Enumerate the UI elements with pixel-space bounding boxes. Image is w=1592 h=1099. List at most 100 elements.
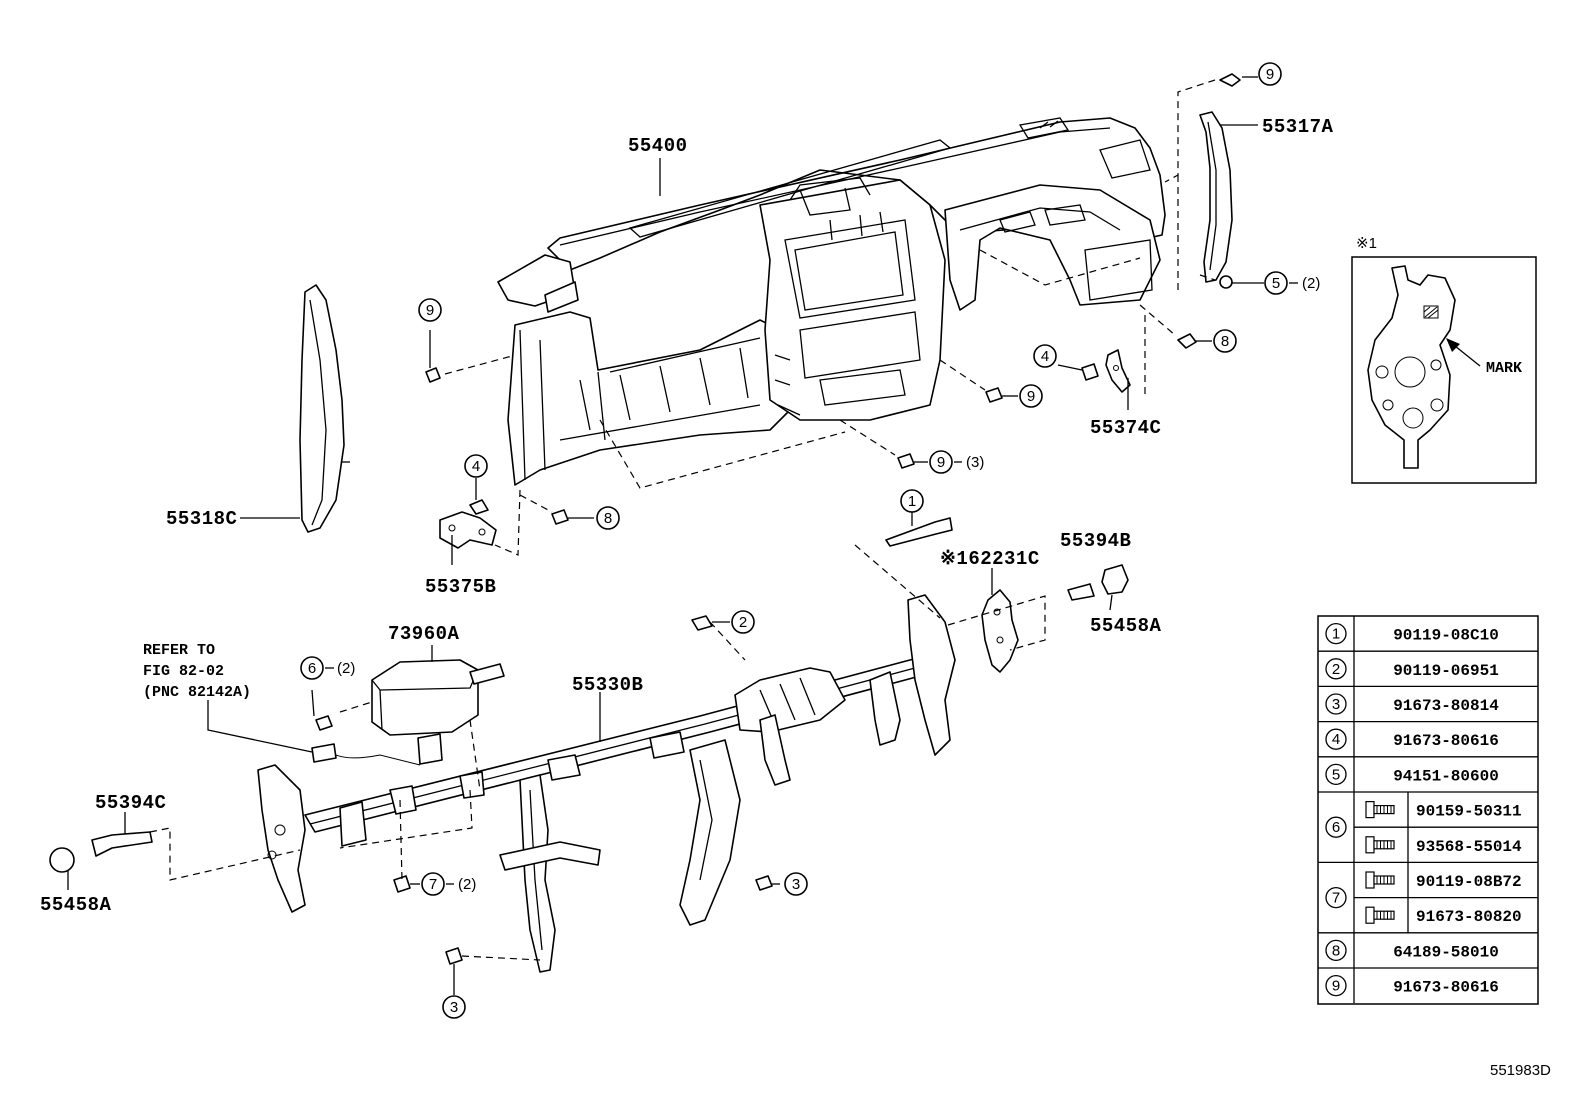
parts-table-number-circle	[1325, 974, 1347, 997]
label-55394C: 55394C	[95, 792, 166, 814]
parts-table-number: 2	[1332, 661, 1340, 678]
svg-text:5: 5	[1272, 275, 1280, 292]
parts-table-code: 64189-58010	[1393, 943, 1499, 961]
leader-lines	[67, 76, 1264, 995]
parts-table-number-circle	[1325, 763, 1347, 786]
refer-note-line2: FIG 82-02	[143, 663, 224, 680]
parts-table-number: 9	[1332, 978, 1340, 995]
parts-table-row: 7 90119-08B72 91673-80820	[1318, 861, 1538, 933]
parts-table-number: 1	[1332, 626, 1340, 643]
fastener-drawings	[49, 73, 1241, 965]
parts-table-number-circle	[1325, 939, 1347, 962]
callout-9-left: 9	[418, 298, 442, 322]
parts-table-code: 91673-80820	[1416, 908, 1522, 926]
parts-table-code: 90119-08B72	[1416, 873, 1522, 891]
svg-text:7: 7	[429, 876, 437, 893]
side-panel-55318C-drawing	[299, 284, 350, 533]
parts-table-number: 6	[1332, 819, 1340, 836]
callout-4-right: 4	[1033, 344, 1057, 368]
bolt-icon	[1365, 800, 1395, 819]
callout-3-bottom: 3	[442, 995, 466, 1019]
side-panel-55317A-drawing	[1199, 111, 1233, 283]
brace-62231C-drawing	[981, 589, 1019, 673]
parts-table-row: 2 90119-06951	[1318, 650, 1538, 687]
part-labels: 55400 55317A 55318C 55375B 55374C ※16223…	[40, 116, 1333, 916]
callout-3-right: 3	[784, 872, 808, 896]
callout-8-right: 8	[1213, 329, 1237, 353]
svg-text:9: 9	[426, 302, 434, 319]
callout-2: 2	[731, 610, 755, 634]
parts-table-code: 91673-80814	[1393, 697, 1499, 715]
label-55394B: 55394B	[1060, 530, 1131, 552]
parts-table-number: 8	[1332, 942, 1340, 959]
callout-9-top: 9	[1258, 62, 1282, 86]
figure-code: 551983D	[1490, 1062, 1551, 1079]
inset-detail: ※1 MARK	[1351, 235, 1537, 484]
svg-text:8: 8	[604, 510, 612, 527]
parts-table-code: 93568-55014	[1416, 838, 1522, 856]
parts-table-number: 5	[1332, 766, 1340, 783]
callout-5: 5 (2)	[1264, 271, 1320, 295]
callout-1: 1	[900, 489, 924, 513]
parts-table-code: 91673-80616	[1393, 979, 1499, 997]
callout-7: 7 (2)	[421, 872, 476, 896]
instrument-panel-drawing	[497, 117, 1166, 486]
svg-text:1: 1	[908, 493, 916, 510]
svg-text:3: 3	[792, 876, 800, 893]
parts-table-code: 90159-50311	[1416, 803, 1522, 821]
parts-table-code: 91673-80616	[1393, 732, 1499, 750]
label-55375B: 55375B	[425, 576, 496, 598]
svg-text:4: 4	[472, 458, 480, 475]
reinforcement-55330B-drawing	[257, 594, 956, 973]
parts-table-number-circle	[1325, 886, 1347, 909]
parts-table-row: 5 94151-80600	[1318, 756, 1538, 792]
callouts: 9 5(2) 8 4 9 9(3) 9 4 8 1 2 6(2) 7(2) 3 …	[300, 62, 1320, 1019]
reference-dashed-lines	[149, 79, 1216, 961]
svg-text:2: 2	[739, 614, 747, 631]
parts-table-number-circle	[1325, 622, 1347, 645]
parts-table-number-circle	[1325, 728, 1347, 750]
parts-table-code: 94151-80600	[1393, 767, 1499, 785]
parts-table-number: 7	[1332, 890, 1340, 907]
label-55330B: 55330B	[572, 674, 643, 696]
inset-title: ※1	[1356, 235, 1377, 252]
parts-table-number-circle	[1325, 658, 1347, 680]
parts-table-row: 6 90159-50311 93568-55014	[1318, 791, 1538, 863]
parts-table-number-circle	[1325, 693, 1347, 715]
svg-text:9: 9	[1027, 388, 1035, 405]
parts-table-code: 90119-08C10	[1393, 627, 1499, 645]
svg-text:(3): (3)	[966, 454, 984, 471]
svg-text:(2): (2)	[458, 876, 476, 893]
inset-mark-label: MARK	[1486, 360, 1522, 377]
parts-table-number-circle	[1325, 816, 1347, 838]
bracket-55375B-drawing	[439, 511, 497, 549]
callout-4-left: 4	[464, 454, 488, 478]
parts-table-row: 1 90119-08C10	[1325, 616, 1499, 652]
svg-text:4: 4	[1041, 348, 1049, 365]
svg-text:3: 3	[450, 999, 458, 1016]
parts-table-code: 90119-06951	[1393, 662, 1499, 680]
svg-text:6: 6	[308, 660, 316, 677]
label-55400: 55400	[628, 135, 688, 157]
callout-8-left: 8	[596, 506, 620, 530]
refer-note-line3: (PNC 82142A)	[143, 684, 251, 701]
parts-table-number: 4	[1332, 731, 1340, 748]
svg-text:9: 9	[937, 454, 945, 471]
label-73960A: 73960A	[388, 623, 460, 645]
label-55318C: 55318C	[166, 508, 237, 530]
bolt-icon	[1365, 836, 1395, 854]
parts-table-number: 3	[1332, 696, 1340, 713]
callout-6: 6(2)	[300, 656, 355, 680]
callout-9-lower: 9 (3)	[929, 450, 984, 474]
label-55458A-left: 55458A	[40, 894, 112, 916]
label-62231C: ※162231C	[940, 548, 1040, 570]
refer-note-line1: REFER TO	[143, 642, 215, 659]
parts-table: 1 90119-08C10 2 90119-06951 3 91673-80814 4 916…	[1317, 615, 1539, 1005]
parts-table-row: 3 91673-80814	[1318, 685, 1538, 722]
label-55374C: 55374C	[1090, 417, 1161, 439]
svg-text:(2): (2)	[1302, 275, 1320, 292]
parts-table-row: 8 64189-58010	[1318, 932, 1538, 968]
parts-table-row: 4 91673-80616	[1318, 720, 1538, 757]
